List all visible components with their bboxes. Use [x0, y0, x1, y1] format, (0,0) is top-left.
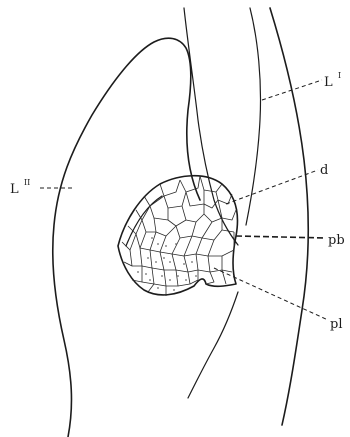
- label-leaf-one-index: I: [338, 71, 341, 80]
- leaf-one-outline: [270, 8, 308, 425]
- bud-tissue: [118, 176, 237, 296]
- label-pl: pl: [330, 317, 342, 332]
- label-leaf-two: L: [10, 182, 19, 197]
- leader-line-pb: [236, 236, 326, 238]
- label-d: d: [320, 163, 328, 178]
- label-pb: pb: [328, 233, 345, 248]
- bud-inner-edge: [126, 196, 162, 246]
- label-leaf-two-index: II: [24, 178, 30, 187]
- stem-right-edge: [246, 8, 261, 225]
- stem-left-edge: [184, 8, 238, 245]
- cell-walls: [122, 176, 236, 296]
- label-leaf-one: L: [324, 75, 333, 90]
- leader-line-leaf-one: [262, 80, 322, 100]
- leaf-two-outline: [53, 38, 200, 437]
- leader-line-d: [226, 170, 318, 204]
- stem-lower-edge: [188, 292, 238, 398]
